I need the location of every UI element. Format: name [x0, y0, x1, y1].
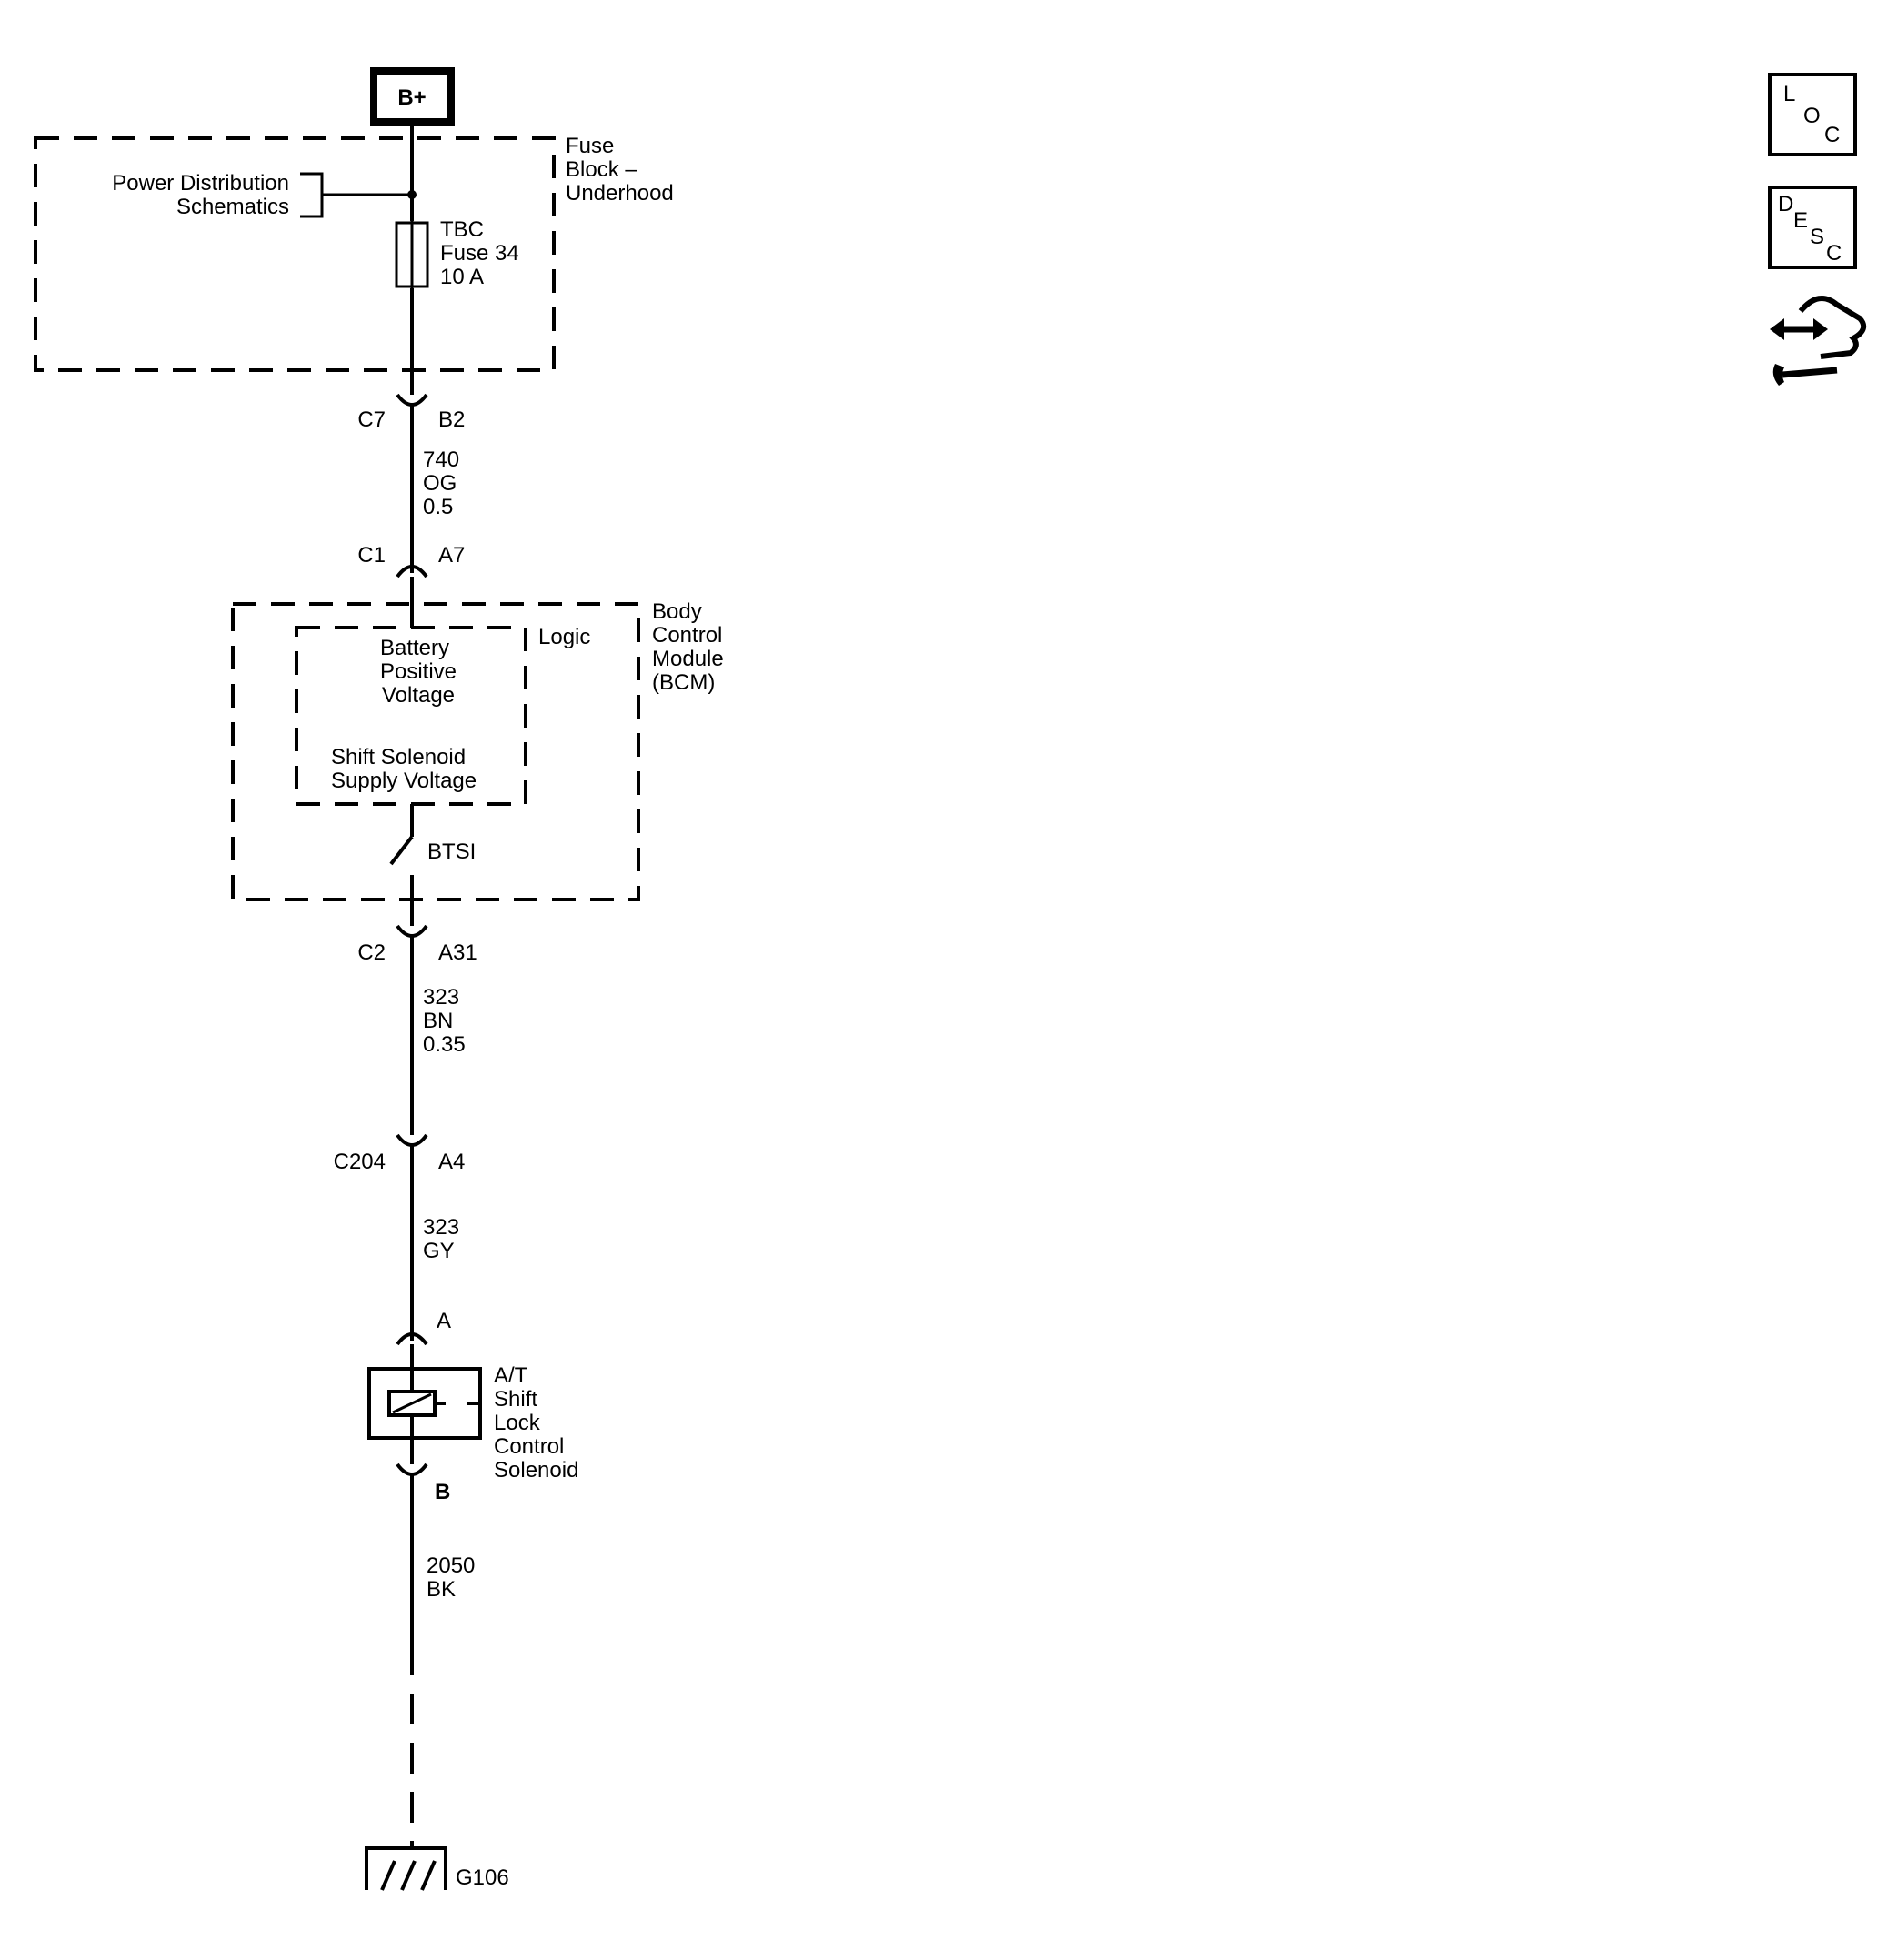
splice-dot: [407, 190, 417, 199]
btsi-label: BTSI: [427, 839, 476, 864]
fuse-block-label-3: Underhood: [566, 181, 674, 206]
wire-2050-circuit: 2050: [427, 1553, 475, 1578]
solenoid-label-4: Control: [494, 1434, 564, 1459]
svg-text:E: E: [1793, 208, 1808, 233]
btsi-switch: BTSI: [389, 804, 476, 913]
fuse-block-label-1: Fuse: [566, 134, 614, 158]
fuse-label-2: Fuse 34: [440, 241, 519, 266]
ground-g106[interactable]: G106: [365, 1846, 509, 1891]
bcm-label-3: Module: [652, 647, 724, 671]
solenoid-label-5: Solenoid: [494, 1458, 578, 1483]
svg-text:O: O: [1803, 104, 1821, 128]
supply-voltage-line-1: Shift Solenoid: [331, 745, 466, 769]
battery-positive-label: B+: [397, 85, 426, 110]
power-distribution-reference[interactable]: Power Distribution Schematics: [112, 171, 417, 219]
connector-c204-pin: A4: [438, 1150, 465, 1174]
connector-c2-name: C2: [357, 940, 386, 965]
wire-323-bn-size: 0.35: [423, 1032, 466, 1057]
battery-positive-source: B+: [370, 67, 455, 126]
solenoid-pin-a[interactable]: A: [396, 1309, 451, 1369]
connector-c204[interactable]: C204 A4: [334, 1133, 466, 1174]
fuse-34: TBC Fuse 34 10 A: [395, 217, 519, 289]
wire-740-circuit: 740: [423, 447, 459, 472]
power-distribution-ref-line-1: Power Distribution: [112, 171, 289, 196]
bcm-label-2: Control: [652, 623, 722, 648]
wire-323-bn-color: BN: [423, 1009, 453, 1033]
svg-text:S: S: [1810, 225, 1824, 249]
svg-text:C: C: [1824, 123, 1840, 147]
battery-voltage-line-2: Positive: [380, 659, 457, 684]
fuse-label-3: 10 A: [440, 265, 484, 289]
fuse-label-1: TBC: [440, 217, 484, 242]
svg-text:D: D: [1778, 192, 1793, 216]
supply-voltage-line-2: Supply Voltage: [331, 769, 477, 793]
fuse-block-label-2: Block –: [566, 157, 637, 182]
power-distribution-ref-line-2: Schematics: [176, 195, 289, 219]
connector-c2[interactable]: C2 A31: [357, 910, 477, 965]
fuse-block-underhood: Fuse Block – Underhood: [34, 134, 674, 372]
connector-c7-name: C7: [357, 407, 386, 432]
battery-voltage-line-3: Voltage: [382, 683, 455, 708]
shift-lock-solenoid: A/T Shift Lock Control Solenoid: [367, 1363, 578, 1483]
bcm-label-4: (BCM): [652, 670, 715, 695]
solenoid-pin-b-label: B: [435, 1480, 450, 1504]
connector-c7-pin: B2: [438, 407, 465, 432]
wire-740-size: 0.5: [423, 495, 453, 519]
desc-icon[interactable]: D E S C: [1768, 186, 1857, 269]
wire-740-color: OG: [423, 471, 457, 496]
solenoid-label-3: Lock: [494, 1411, 541, 1435]
wire-323-gy-circuit: 323: [423, 1215, 459, 1240]
connector-c7[interactable]: C7 B2: [357, 393, 465, 432]
logic-label: Logic: [538, 625, 590, 649]
connector-c1[interactable]: C1 A7: [357, 543, 465, 628]
ground-g106-label: G106: [456, 1865, 509, 1890]
wire-323-gy-color: GY: [423, 1239, 455, 1263]
connector-c204-name: C204: [334, 1150, 386, 1174]
connector-c2-pin: A31: [438, 940, 477, 965]
battery-voltage-line-1: Battery: [380, 636, 449, 660]
solenoid-label-1: A/T: [494, 1363, 528, 1388]
connector-c1-name: C1: [357, 543, 386, 568]
wire-2050-color: BK: [427, 1577, 456, 1602]
bcm-label-1: Body: [652, 599, 702, 624]
wire-323-bn-circuit: 323: [423, 985, 459, 1010]
solenoid-pin-a-label: A: [437, 1309, 451, 1333]
body-control-module: Body Control Module (BCM) Logic Battery …: [231, 599, 724, 913]
loc-icon[interactable]: L O C: [1768, 73, 1857, 156]
connector-c1-pin: A7: [438, 543, 465, 568]
svg-text:L: L: [1783, 82, 1795, 106]
solenoid-pin-b[interactable]: B: [396, 1438, 450, 1504]
solenoid-label-2: Shift: [494, 1387, 537, 1412]
connector-repair-icon[interactable]: [1770, 296, 1867, 386]
svg-text:C: C: [1826, 241, 1842, 266]
